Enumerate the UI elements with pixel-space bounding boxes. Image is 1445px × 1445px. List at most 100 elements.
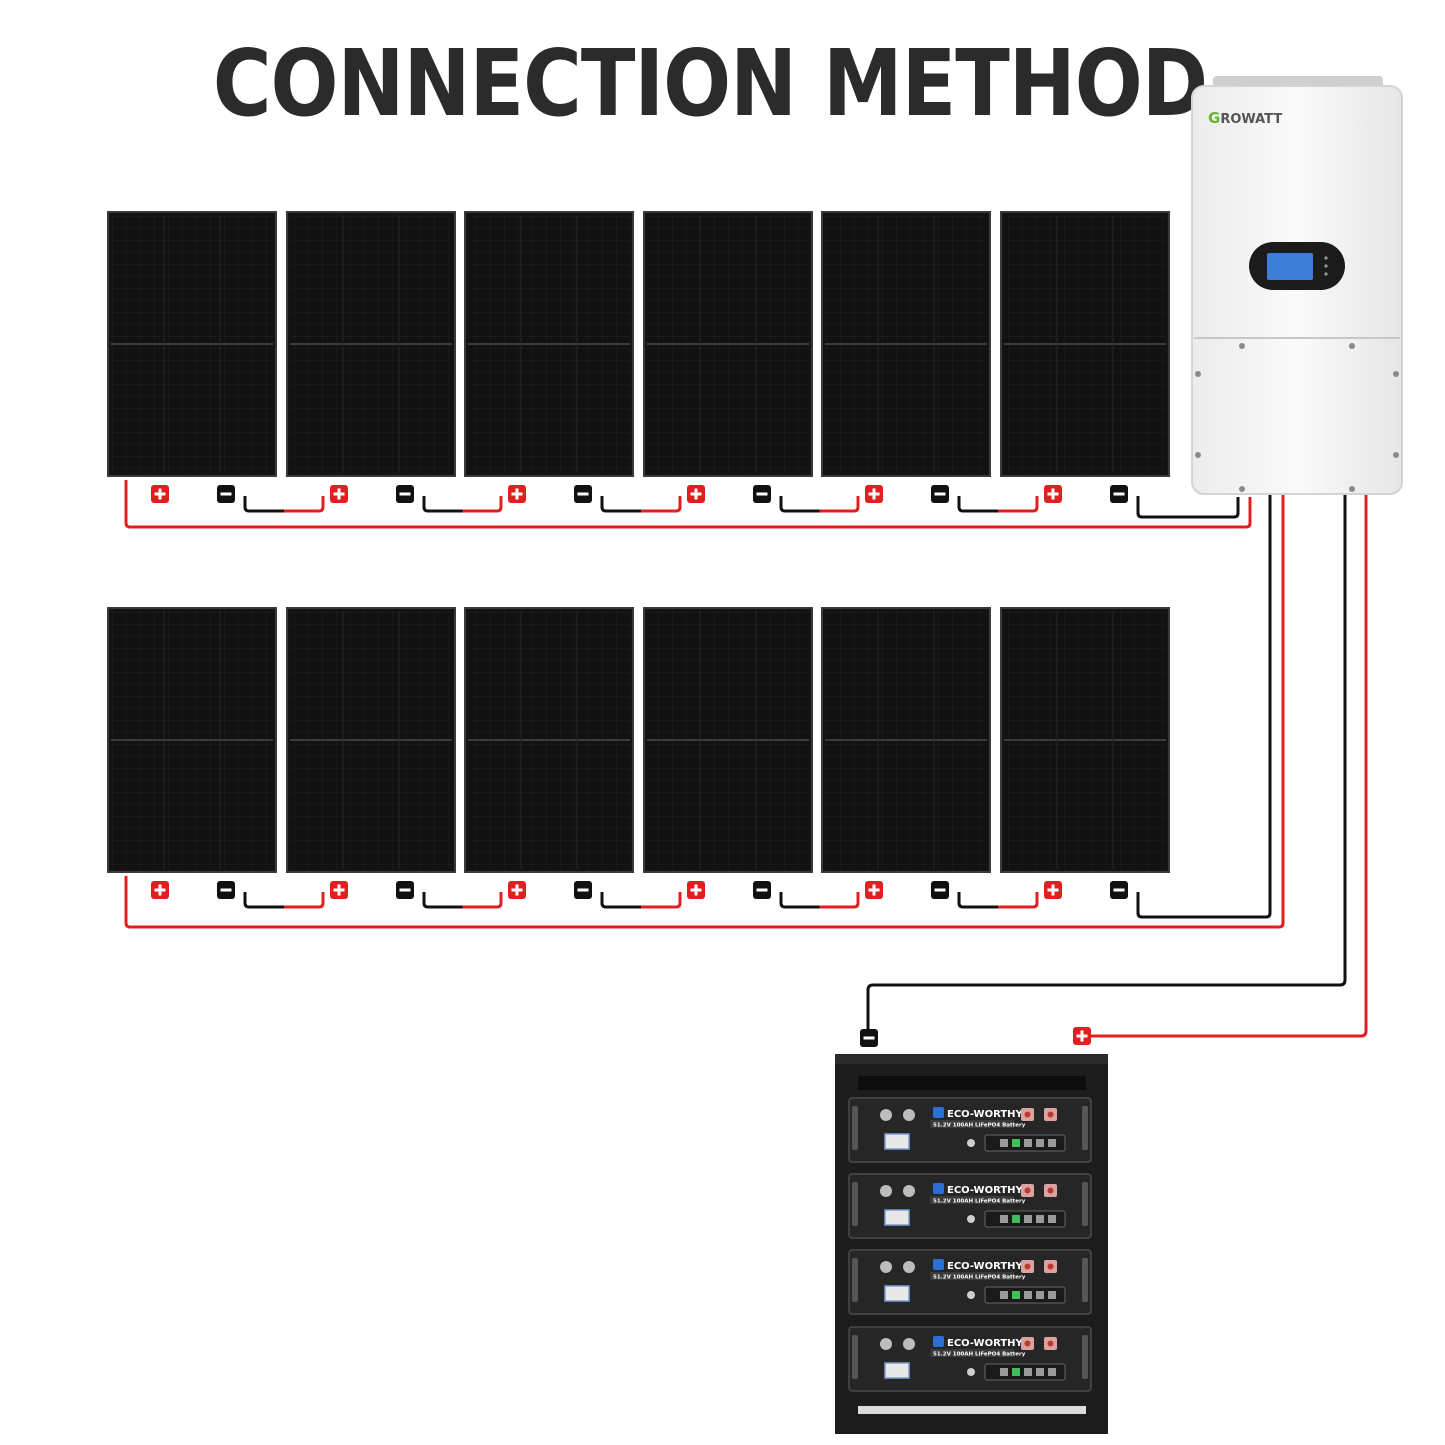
brand-logo-icon xyxy=(933,1183,944,1194)
negative-wire xyxy=(243,496,284,513)
brand-logo-icon xyxy=(933,1259,944,1270)
negative-terminal-icon xyxy=(396,485,414,503)
positive-wire xyxy=(284,496,325,513)
inverter-brand-label: GROWATT xyxy=(1208,109,1282,127)
battery-model-label: 51.2V 100AH LiFePO4 Battery xyxy=(933,1199,1026,1205)
solar-panel xyxy=(643,211,813,477)
screw-icon xyxy=(1195,452,1201,458)
battery-model-label: 51.2V 100AH LiFePO4 Battery xyxy=(933,1275,1026,1281)
negative-terminal-icon xyxy=(860,1029,878,1047)
negative-wire xyxy=(422,496,463,513)
solar-panel xyxy=(464,211,634,477)
negative-wire xyxy=(1136,496,1240,519)
solar-panel xyxy=(286,211,456,477)
brand-logo-icon xyxy=(933,1336,944,1347)
inverter-led-icon xyxy=(1324,272,1328,276)
solar-panel xyxy=(821,607,991,873)
positive-terminal-icon xyxy=(1044,881,1062,899)
negative-wire xyxy=(779,892,820,909)
fan-icon xyxy=(903,1338,915,1350)
positive-terminal-icon xyxy=(865,485,883,503)
positive-terminal-icon xyxy=(151,881,169,899)
power-switch xyxy=(884,1209,910,1226)
screw-icon xyxy=(1239,343,1245,349)
positive-wire xyxy=(819,496,860,513)
screw-icon xyxy=(1239,486,1245,492)
solar-panel xyxy=(1000,607,1170,873)
negative-terminal-icon xyxy=(1110,881,1128,899)
fan-icon xyxy=(903,1109,915,1121)
solar-panel xyxy=(464,607,634,873)
positive-wire xyxy=(124,480,1252,529)
fan-icon xyxy=(880,1261,892,1273)
reset-button-icon xyxy=(967,1139,975,1147)
reset-button-icon xyxy=(967,1368,975,1376)
fan-icon xyxy=(903,1261,915,1273)
rack-bottom-bar xyxy=(858,1406,1086,1414)
positive-wire xyxy=(641,496,682,513)
negative-wire xyxy=(957,892,998,909)
negative-wire xyxy=(600,496,641,513)
positive-terminal-icon xyxy=(330,485,348,503)
terminals xyxy=(151,485,1128,1047)
positive-wire xyxy=(819,892,860,909)
negative-terminal-icon xyxy=(931,881,949,899)
brand-logo-icon xyxy=(933,1107,944,1118)
battery-model-label: 51.2V 100AH LiFePO4 Battery xyxy=(933,1352,1026,1358)
negative-terminal-icon xyxy=(1110,485,1128,503)
screw-icon xyxy=(1349,486,1355,492)
screw-icon xyxy=(1195,371,1201,377)
negative-terminal-icon xyxy=(396,881,414,899)
negative-wire xyxy=(957,496,998,513)
positive-wire xyxy=(462,892,503,909)
solar-panel xyxy=(643,607,813,873)
positive-terminal-icon xyxy=(508,485,526,503)
positive-terminal-icon xyxy=(687,485,705,503)
battery-module: ECO-WORTHY 51.2V 100AH LiFePO4 Battery xyxy=(848,1326,1092,1392)
inverter-led-icon xyxy=(1324,256,1328,260)
positive-terminal-icon xyxy=(1044,485,1062,503)
solar-panels xyxy=(107,211,1170,873)
negative-terminal-icon xyxy=(753,485,771,503)
screw-icon xyxy=(1393,371,1399,377)
solar-panel xyxy=(1000,211,1170,477)
negative-wire xyxy=(600,892,641,909)
battery-module: ECO-WORTHY 51.2V 100AH LiFePO4 Battery xyxy=(848,1097,1092,1163)
inverter-display-screen xyxy=(1267,253,1313,280)
inverter-led-icon xyxy=(1324,264,1328,268)
battery-brand-label: ECO-WORTHY xyxy=(947,1261,1024,1272)
fan-icon xyxy=(880,1109,892,1121)
negative-terminal-icon xyxy=(217,485,235,503)
positive-wire xyxy=(1090,494,1368,1038)
positive-terminal-icon xyxy=(687,881,705,899)
rack-vent xyxy=(858,1076,1086,1090)
screw-icon xyxy=(1393,452,1399,458)
negative-wire xyxy=(243,892,284,909)
positive-terminal-icon xyxy=(151,485,169,503)
solar-panel xyxy=(107,211,277,477)
negative-terminal-icon xyxy=(574,881,592,899)
positive-terminal-icon xyxy=(508,881,526,899)
battery-module: ECO-WORTHY 51.2V 100AH LiFePO4 Battery xyxy=(848,1249,1092,1315)
positive-terminal-icon xyxy=(1073,1027,1091,1045)
battery-brand-label: ECO-WORTHY xyxy=(947,1338,1024,1349)
power-switch xyxy=(884,1362,910,1379)
positive-terminal-icon xyxy=(330,881,348,899)
positive-wire xyxy=(124,494,1285,929)
solar-panel xyxy=(821,211,991,477)
negative-wire xyxy=(866,494,1347,1030)
negative-wire xyxy=(422,892,463,909)
screw-icon xyxy=(1349,343,1355,349)
reset-button-icon xyxy=(967,1215,975,1223)
battery-model-label: 51.2V 100AH LiFePO4 Battery xyxy=(933,1123,1026,1129)
power-switch xyxy=(884,1133,910,1150)
positive-wire xyxy=(998,496,1039,513)
positive-wire xyxy=(998,892,1039,909)
negative-terminal-icon xyxy=(217,881,235,899)
negative-terminal-icon xyxy=(574,485,592,503)
negative-terminal-icon xyxy=(753,881,771,899)
battery-brand-label: ECO-WORTHY xyxy=(947,1109,1024,1120)
rack-top xyxy=(835,1054,1108,1064)
